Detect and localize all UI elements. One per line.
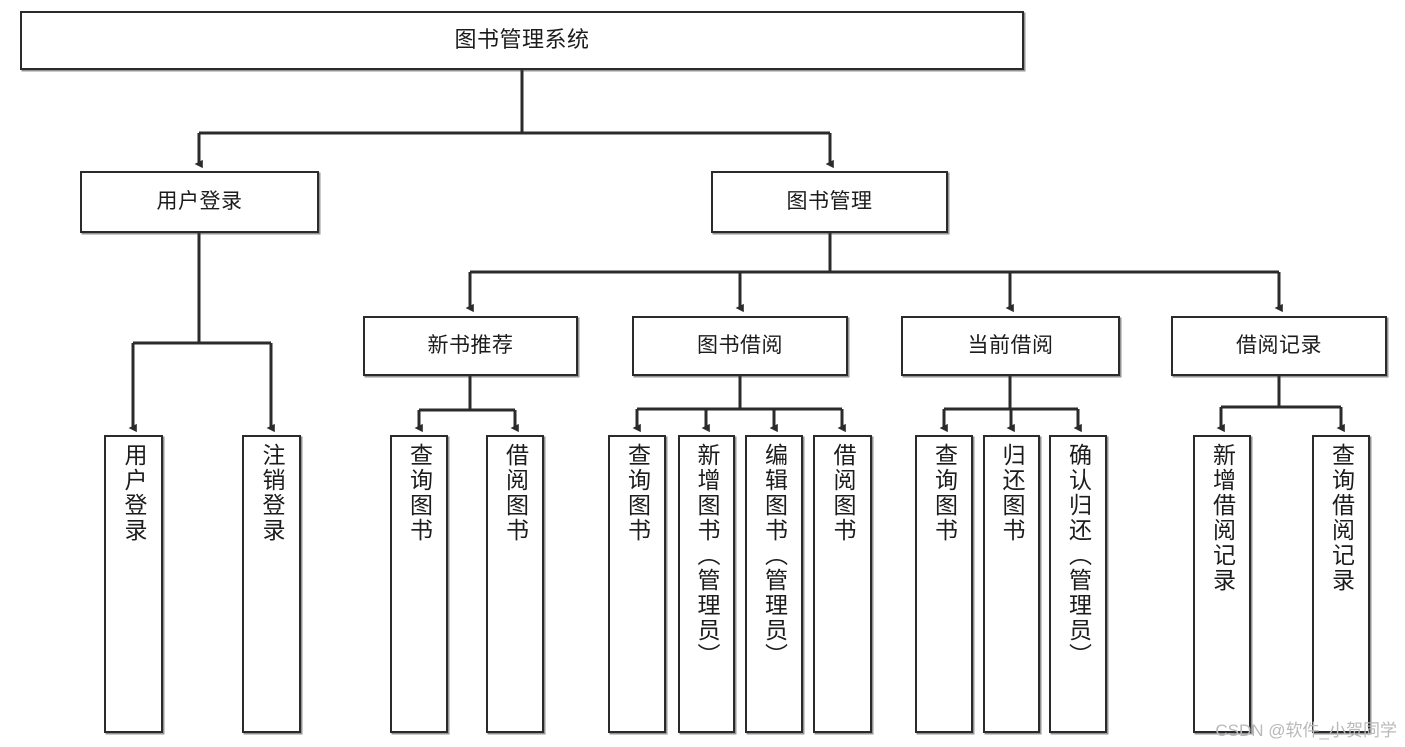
node-label: 新书推荐	[427, 334, 514, 358]
node-label: 查询借阅记录	[1328, 443, 1355, 593]
leaf-current-confirm-return-admin[interactable]: 确认归还（管理员）	[1049, 435, 1107, 733]
leaf-current-query-book[interactable]: 查询图书	[915, 435, 973, 733]
node-label: 图书借阅	[697, 334, 783, 358]
leaf-records-query-record[interactable]: 查询借阅记录	[1312, 435, 1370, 733]
node-label: 确认归还（管理员）	[1065, 443, 1092, 668]
leaf-borrow-edit-book-admin[interactable]: 编辑图书（管理员）	[745, 435, 803, 733]
node-current-borrowing[interactable]: 当前借阅	[901, 316, 1120, 376]
node-label: 图书管理	[786, 190, 873, 214]
leaf-logout[interactable]: 注销登录	[242, 435, 301, 733]
node-label: 查询图书	[931, 443, 958, 543]
node-borrowing-records[interactable]: 借阅记录	[1171, 316, 1387, 376]
node-label: 新增借阅记录	[1209, 443, 1236, 593]
csdn-watermark: CSDN @软件_小贺同学	[1215, 721, 1397, 740]
node-label: 图书管理系统	[454, 27, 590, 53]
node-label: 借阅记录	[1236, 334, 1322, 358]
node-book-management[interactable]: 图书管理	[711, 171, 948, 233]
node-label: 查询图书	[406, 443, 433, 543]
node-new-book-recommendation[interactable]: 新书推荐	[363, 316, 578, 376]
leaf-new-book-borrow[interactable]: 借阅图书	[486, 435, 544, 733]
leaf-borrow-add-book-admin[interactable]: 新增图书（管理员）	[678, 435, 735, 733]
leaf-borrow-borrow-book[interactable]: 借阅图书	[813, 435, 872, 733]
node-label: 注销登录	[259, 443, 285, 543]
node-book-borrowing[interactable]: 图书借阅	[632, 316, 848, 376]
node-label: 新增图书（管理员）	[694, 443, 720, 668]
leaf-user-login[interactable]: 用户登录	[104, 435, 163, 733]
node-label: 查询图书	[624, 443, 651, 543]
node-label: 借阅图书	[502, 443, 529, 543]
node-label: 用户登录	[156, 190, 243, 214]
node-label: 当前借阅	[967, 334, 1054, 358]
node-label: 借阅图书	[830, 443, 856, 543]
node-user-login[interactable]: 用户登录	[80, 171, 319, 233]
leaf-current-return-book[interactable]: 归还图书	[983, 435, 1040, 733]
node-root-system[interactable]: 图书管理系统	[20, 11, 1024, 70]
node-label: 编辑图书（管理员）	[761, 443, 788, 668]
leaf-records-add-record[interactable]: 新增借阅记录	[1193, 435, 1251, 733]
node-label: 用户登录	[121, 443, 147, 543]
node-label: 归还图书	[999, 443, 1025, 543]
leaf-new-book-query[interactable]: 查询图书	[390, 435, 448, 733]
leaf-borrow-query-book[interactable]: 查询图书	[608, 435, 666, 733]
